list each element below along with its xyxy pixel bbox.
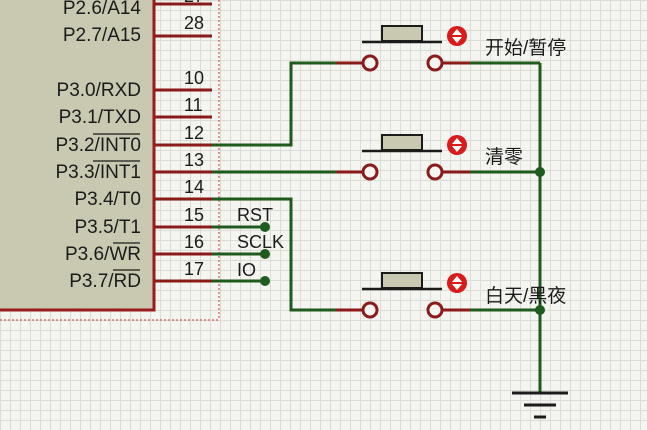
updown-arrow-icon xyxy=(452,29,462,43)
updown-arrow-icon xyxy=(452,138,462,152)
pin-number: 15 xyxy=(184,205,204,225)
pin-number: 11 xyxy=(184,95,203,115)
button-contact xyxy=(426,301,444,319)
button-label: 开始/暂停 xyxy=(485,37,566,59)
push-button-day-night[interactable]: 白天/黑夜 xyxy=(336,272,566,319)
pin-name: P3.4/T0 xyxy=(74,189,141,210)
pin-name: P3.2/INT0 xyxy=(55,135,141,156)
button-cap xyxy=(381,25,423,42)
pin-number: 14 xyxy=(184,177,204,197)
button-contact xyxy=(426,163,444,181)
updown-arrow-icon xyxy=(452,276,462,290)
button-cap xyxy=(381,134,423,151)
button-cap xyxy=(381,272,423,289)
junction-dots xyxy=(260,167,545,315)
pin-name: P3.6/WR xyxy=(65,244,141,265)
button-contact xyxy=(361,54,379,72)
wire-int0-to-button-1[interactable] xyxy=(212,61,364,147)
pin-number: 10 xyxy=(184,68,204,88)
net-label-io: IO xyxy=(237,260,256,280)
ground-icon[interactable] xyxy=(512,391,568,419)
pin-number: 27 xyxy=(184,0,204,6)
pin-name: P3.1/TXD xyxy=(59,107,141,128)
junction-rst xyxy=(260,222,270,232)
pin-name: P2.6/A14 xyxy=(63,0,142,19)
pin-number: 13 xyxy=(184,150,204,170)
pin-numbers: 27 28 10 11 12 13 14 15 16 17 xyxy=(184,0,204,279)
pin-number: 28 xyxy=(184,13,204,33)
push-button-start-pause[interactable]: 开始/暂停 xyxy=(336,25,566,72)
button-indicator-icon[interactable] xyxy=(447,26,467,46)
button-contact xyxy=(426,54,444,72)
button-contact xyxy=(361,301,379,319)
net-label-rst: RST xyxy=(237,205,273,225)
junction-io xyxy=(260,276,270,286)
pin-number: 17 xyxy=(184,259,204,279)
chip-pin-leads xyxy=(155,2,212,283)
pin-number: 16 xyxy=(184,232,204,252)
button-indicator-icon[interactable] xyxy=(447,273,467,293)
active-low-overbars xyxy=(93,133,140,271)
button-contact xyxy=(361,163,379,181)
junction-bus-2 xyxy=(535,167,545,177)
button-indicator-icon[interactable] xyxy=(447,135,467,155)
pin-name: P3.5/T1 xyxy=(74,217,141,238)
pin-name: P3.7/RD xyxy=(69,271,141,292)
wire-t0-to-button-3[interactable] xyxy=(212,197,364,312)
junction-bus-3 xyxy=(535,305,545,315)
pin-name: P3.0/RXD xyxy=(57,80,141,101)
pin-number: 12 xyxy=(184,123,204,143)
junction-sclk xyxy=(260,249,270,259)
pin-name: P2.7/A15 xyxy=(63,25,141,46)
button-label: 清零 xyxy=(485,146,523,168)
net-label-sclk: SCLK xyxy=(237,232,284,252)
button-label: 白天/黑夜 xyxy=(485,285,566,307)
mcu-chip-body[interactable] xyxy=(0,0,156,312)
pin-name: P3.3/INT1 xyxy=(55,162,141,183)
pin-names: P2.6/A14 P2.7/A15 P3.0/RXD P3.1/TXD P3.2… xyxy=(55,0,141,292)
push-button-clear[interactable]: 清零 xyxy=(336,134,523,181)
